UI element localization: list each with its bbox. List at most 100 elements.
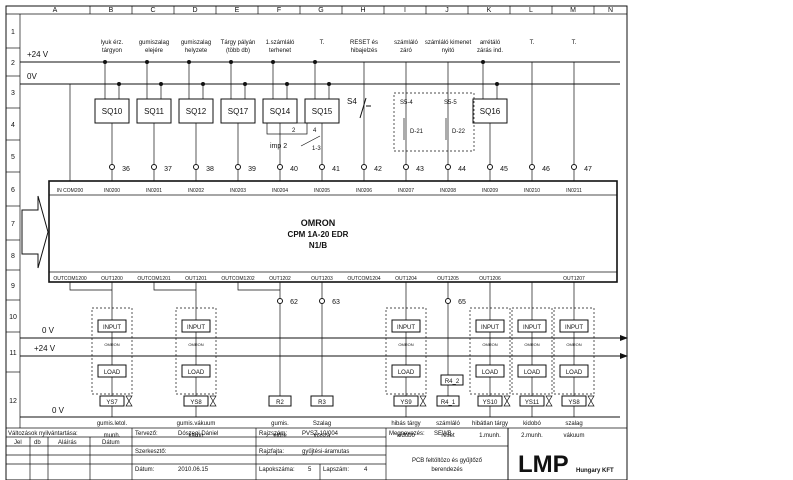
common-bridge [153, 282, 196, 291]
description-line-1: PCB feltöltözo és gyűjtőző [412, 458, 483, 464]
valve-label: YS7 [106, 400, 118, 406]
input-number: 43 [416, 166, 424, 173]
bottom-label-line2: karon [188, 433, 203, 439]
sensor-box [136, 98, 172, 124]
module-frame [553, 307, 595, 395]
column-header: F [277, 7, 281, 14]
input-terminal-label: IN0205 [314, 188, 330, 194]
input-number: 39 [248, 166, 256, 173]
input-number: 42 [374, 166, 382, 173]
sensor-box [472, 98, 508, 124]
output-terminal-label: OUTCOM1200 [53, 276, 87, 282]
row-header: 3 [11, 90, 15, 97]
output-wires [69, 282, 575, 396]
module-frame [469, 307, 511, 395]
sensor-label: SQ15 [312, 107, 333, 116]
input-number: 46 [542, 166, 550, 173]
sensor-label: SQ16 [480, 107, 501, 116]
col-db: db [34, 440, 41, 446]
junction-dot [285, 82, 289, 86]
input-desc-line2: terhenet [269, 48, 291, 54]
terminal-circle [193, 164, 199, 170]
lapszam-label: Lapszám: [323, 467, 349, 473]
module-frame [385, 307, 427, 395]
terminal-circle [529, 164, 535, 170]
junction-dot [201, 82, 205, 86]
bottom-label-line1: számláló [436, 421, 460, 427]
terminal-circle [319, 164, 325, 170]
sensor-box [304, 98, 340, 124]
input-descriptions: lyuk érz.tárgyongumiszalagelejéregumisza… [101, 40, 577, 54]
lapok-value: 5 [308, 467, 312, 473]
input-terminal-label: IN0201 [146, 188, 162, 194]
output-terminal-label: OUT1201 [185, 276, 207, 282]
arrow-right-icon [620, 353, 628, 359]
input-terminal-label: IN0206 [356, 188, 372, 194]
input-desc-line2: záró [400, 48, 412, 54]
bottom-label-line1: hibátlan tárgy [472, 421, 508, 427]
sensor-label: SQ12 [186, 107, 207, 116]
column-header: I [404, 7, 406, 14]
relay-box [440, 374, 464, 386]
relay-label: R4_1 [441, 400, 456, 406]
module-load-label: LOAD [524, 370, 541, 376]
module-brand: OMRON [398, 342, 413, 347]
module-load-box [559, 364, 589, 378]
bottom-label-line1: hibás tárgy [391, 421, 420, 427]
input-desc-line1: T. [572, 40, 577, 46]
counter-right: S5-5 [444, 100, 457, 106]
counter-left: S5-4 [400, 100, 413, 106]
input-desc-line2: hibajelzés [351, 48, 378, 54]
plc-brand: OMRON [301, 218, 336, 228]
input-desc-line2: zárás ind. [477, 48, 503, 54]
junction-dot [229, 60, 233, 64]
common-bridge [237, 282, 280, 291]
row-header: 10 [9, 314, 17, 321]
rail-zero-label: 0V [27, 72, 37, 81]
lapszam-value: 4 [364, 467, 368, 473]
bottom-label-line2: 2.munh. [521, 433, 543, 439]
module-input-box [475, 319, 505, 333]
relay-box [436, 395, 460, 407]
module-brand: OMRON [482, 342, 497, 347]
module-input-label: INPUT [187, 325, 205, 331]
input-terminal-label: IN0209 [482, 188, 498, 194]
column-header: A [53, 7, 58, 14]
valve-icon [419, 395, 427, 407]
row-header: 2 [11, 60, 15, 67]
input-desc-line2: nyitó [442, 48, 455, 54]
row-header: 5 [11, 154, 15, 161]
rajzszam-value: PVSZ-10/004 [302, 431, 339, 437]
rail-zero-bottom-label: 0 V [52, 406, 65, 415]
module-input-box [391, 319, 421, 333]
junction-dot [327, 82, 331, 86]
terminal-circle [235, 164, 241, 170]
junction-dot [313, 60, 317, 64]
module-input-label: INPUT [523, 325, 541, 331]
terminal-circle [487, 164, 493, 170]
input-terminal-label: IN0211 [566, 188, 582, 194]
row-header: 8 [11, 253, 15, 260]
input-number: 37 [164, 166, 172, 173]
io-modules: INPUTOMRONLOADYS7INPUTOMRONLOADYS8INPUTO… [91, 307, 595, 417]
input-number: 41 [332, 166, 340, 173]
module-frame [511, 307, 553, 395]
output-terminal-label: OUTCOM1204 [347, 276, 381, 282]
rajzszam-label: Rajzszám: [259, 431, 287, 437]
bottom-label-line1: Szalag [313, 421, 331, 427]
bottom-label-line2: 1.munh. [479, 433, 501, 439]
output-terminal-label: OUT1202 [269, 276, 291, 282]
datum-value: 2010.06.15 [178, 467, 209, 473]
valve-icon [125, 395, 133, 407]
module-brand: OMRON [566, 342, 581, 347]
rail-plus24-low-label: +24 V [34, 344, 56, 353]
module-brand: OMRON [188, 342, 203, 347]
output-terminal-label: OUT1200 [101, 276, 123, 282]
plc-model: CPM 1A-20 EDR [288, 230, 349, 239]
input-desc-line1: gumiszalag [181, 40, 211, 46]
output-terminal-label: OUTCOM1202 [221, 276, 255, 282]
input-desc-line1: arrétáló [480, 40, 501, 46]
module-load-box [517, 364, 547, 378]
row-header: 12 [9, 398, 17, 405]
module-load-label: LOAD [104, 370, 121, 376]
